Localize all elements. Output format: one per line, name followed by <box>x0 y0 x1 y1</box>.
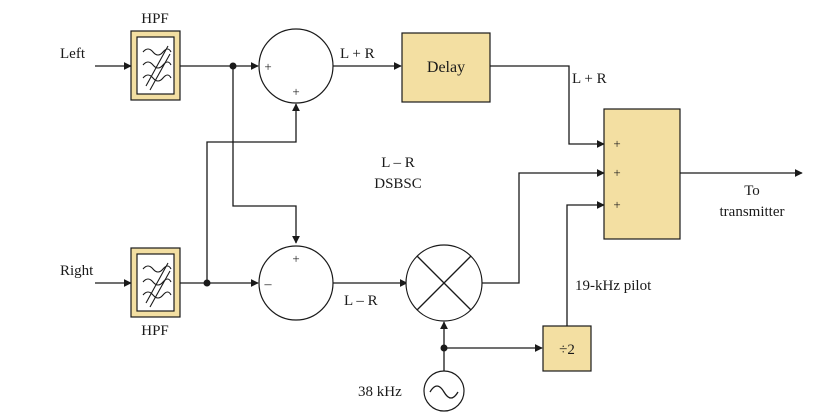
wire-mixer-to-combiner <box>482 169 605 284</box>
filter-icon <box>142 262 172 308</box>
wire-left-to-subtractor <box>232 66 300 244</box>
wire-right-to-adder <box>206 103 300 283</box>
combiner-block <box>603 108 681 240</box>
delay-output-label: L + R <box>572 71 607 87</box>
to-transmitter-line2: transmitter <box>720 204 785 220</box>
subtractor-sign-top: + <box>292 251 299 266</box>
divider-block <box>542 325 592 372</box>
oscillator-frequency-label: 38 kHz <box>358 384 402 400</box>
delay-label: Delay <box>427 59 465 76</box>
delay-block <box>401 32 491 103</box>
subtractor-circle <box>258 245 334 321</box>
filter-icon <box>142 45 172 91</box>
left-input-label: Left <box>60 46 86 62</box>
sine-wave-icon <box>429 385 459 399</box>
adder-circle <box>258 28 334 104</box>
junction-right <box>203 279 211 287</box>
hpf-top-label: HPF <box>141 11 169 27</box>
to-transmitter-line1: To <box>744 183 760 199</box>
diff-output-label: L – R <box>344 293 378 309</box>
hpf-bottom <box>130 247 181 318</box>
signal-wires <box>95 62 803 371</box>
junction-oscillator <box>440 344 448 352</box>
dsbsc-label-line1: L – R <box>381 155 415 171</box>
junction-left <box>229 62 237 70</box>
adder-sign-left: + <box>264 59 271 74</box>
combiner-sign-1: + <box>613 136 620 151</box>
wire-divider-to-combiner <box>566 201 605 326</box>
divider-label: ÷2 <box>559 342 575 358</box>
dsbsc-label-line2: DSBSC <box>374 176 422 192</box>
hpf-bottom-label: HPF <box>141 323 169 339</box>
subtractor-sign-left: – <box>264 277 273 292</box>
pilot-label: 19-kHz pilot <box>575 278 652 294</box>
combiner-sign-3: + <box>613 197 620 212</box>
oscillator <box>423 370 465 412</box>
right-input-label: Right <box>60 263 94 279</box>
wire-delay-to-combiner <box>490 65 605 148</box>
mixer <box>405 244 483 322</box>
hpf-top <box>130 30 181 101</box>
combiner-sign-2: + <box>613 165 620 180</box>
adder-sign-bottom: + <box>292 84 299 99</box>
sum-output-label: L + R <box>340 46 375 62</box>
